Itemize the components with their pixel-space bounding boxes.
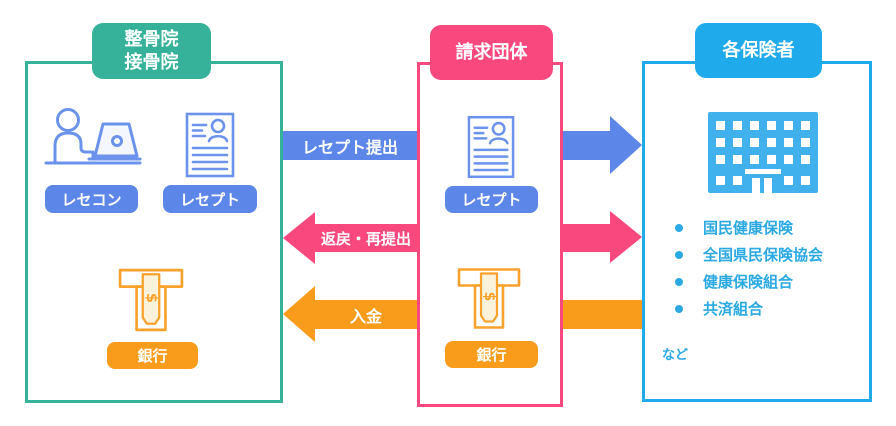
payment-arrowhead-icon <box>283 286 315 342</box>
resubmit-arrow-shaft <box>563 224 610 252</box>
insurers-box-title: 各保険者 <box>695 23 822 78</box>
billing-bank-label-text: 銀行 <box>476 346 507 364</box>
svg-text:$: $ <box>481 292 497 302</box>
billing-receipt-document-icon <box>467 115 515 179</box>
insurer-type-list: 国民健康保険 全国県民保険協会 健康保険組合 共済組合 <box>662 214 862 322</box>
clinic-bank-label-text: 銀行 <box>137 347 168 365</box>
svg-text:$: $ <box>143 293 159 303</box>
clinic-title-line1: 整骨院 <box>124 28 179 50</box>
insurer-item-text: 全国県民保険協会 <box>703 246 824 264</box>
return-resubmit-label: 返戻・再提出 <box>320 229 411 248</box>
billing-receipt-label: レセプト <box>445 186 538 213</box>
bullet-icon <box>675 277 683 286</box>
clinic-box-title: 整骨院 接骨院 <box>92 23 211 79</box>
billing-atm-icon: $ <box>457 268 521 329</box>
clinic-title-line2: 接骨院 <box>124 52 179 73</box>
list-item: 国民健康保険 <box>662 214 862 241</box>
resecon-label: レセコン <box>45 185 138 213</box>
bullet-icon <box>675 250 683 259</box>
insurer-item-text: 健康保険組合 <box>703 273 794 291</box>
receipt-submit-arrowhead-icon <box>610 116 642 174</box>
bullet-icon <box>675 223 683 232</box>
list-item: 共済組合 <box>662 295 862 322</box>
billing-receipt-label-text: レセプト <box>461 191 522 209</box>
receipt-submit-arrow-label-bar: レセプト提出 <box>283 131 417 160</box>
billing-title-text: 請求団体 <box>455 41 528 63</box>
insurer-item-text: 国民健康保険 <box>703 219 794 237</box>
payment-arrow-bar <box>563 300 642 329</box>
payment-label: 入金 <box>349 306 382 326</box>
return-resubmit-arrow-label-bar: 返戻・再提出 <box>315 224 417 252</box>
resubmit-arrowhead-icon <box>610 211 642 263</box>
clinic-bank-label: 銀行 <box>107 342 198 369</box>
insurers-title-text: 各保険者 <box>722 39 795 61</box>
payment-arrow-label-bar: 入金 <box>315 300 417 329</box>
person-at-laptop-icon <box>44 108 142 165</box>
bullet-icon <box>675 304 683 313</box>
list-item: 全国県民保険協会 <box>662 241 862 268</box>
insurer-item-text: 共済組合 <box>703 300 764 318</box>
insurer-building-icon <box>708 112 818 193</box>
etc-note: など <box>662 348 689 363</box>
receipt-submit-arrow-shaft <box>563 131 610 160</box>
receipt-submit-label: レセプト提出 <box>301 137 398 157</box>
clinic-atm-icon: $ <box>118 268 184 332</box>
resecon-label-text: レセコン <box>61 190 122 209</box>
return-arrowhead-left-icon <box>283 212 315 264</box>
receipt-document-icon <box>185 112 235 178</box>
clinic-receipt-label-text: レセプト <box>179 190 240 209</box>
billing-box-title: 請求団体 <box>430 25 553 80</box>
clinic-receipt-label: レセプト <box>163 185 257 213</box>
list-item: 健康保険組合 <box>662 268 862 295</box>
billing-bank-label: 銀行 <box>445 341 538 368</box>
